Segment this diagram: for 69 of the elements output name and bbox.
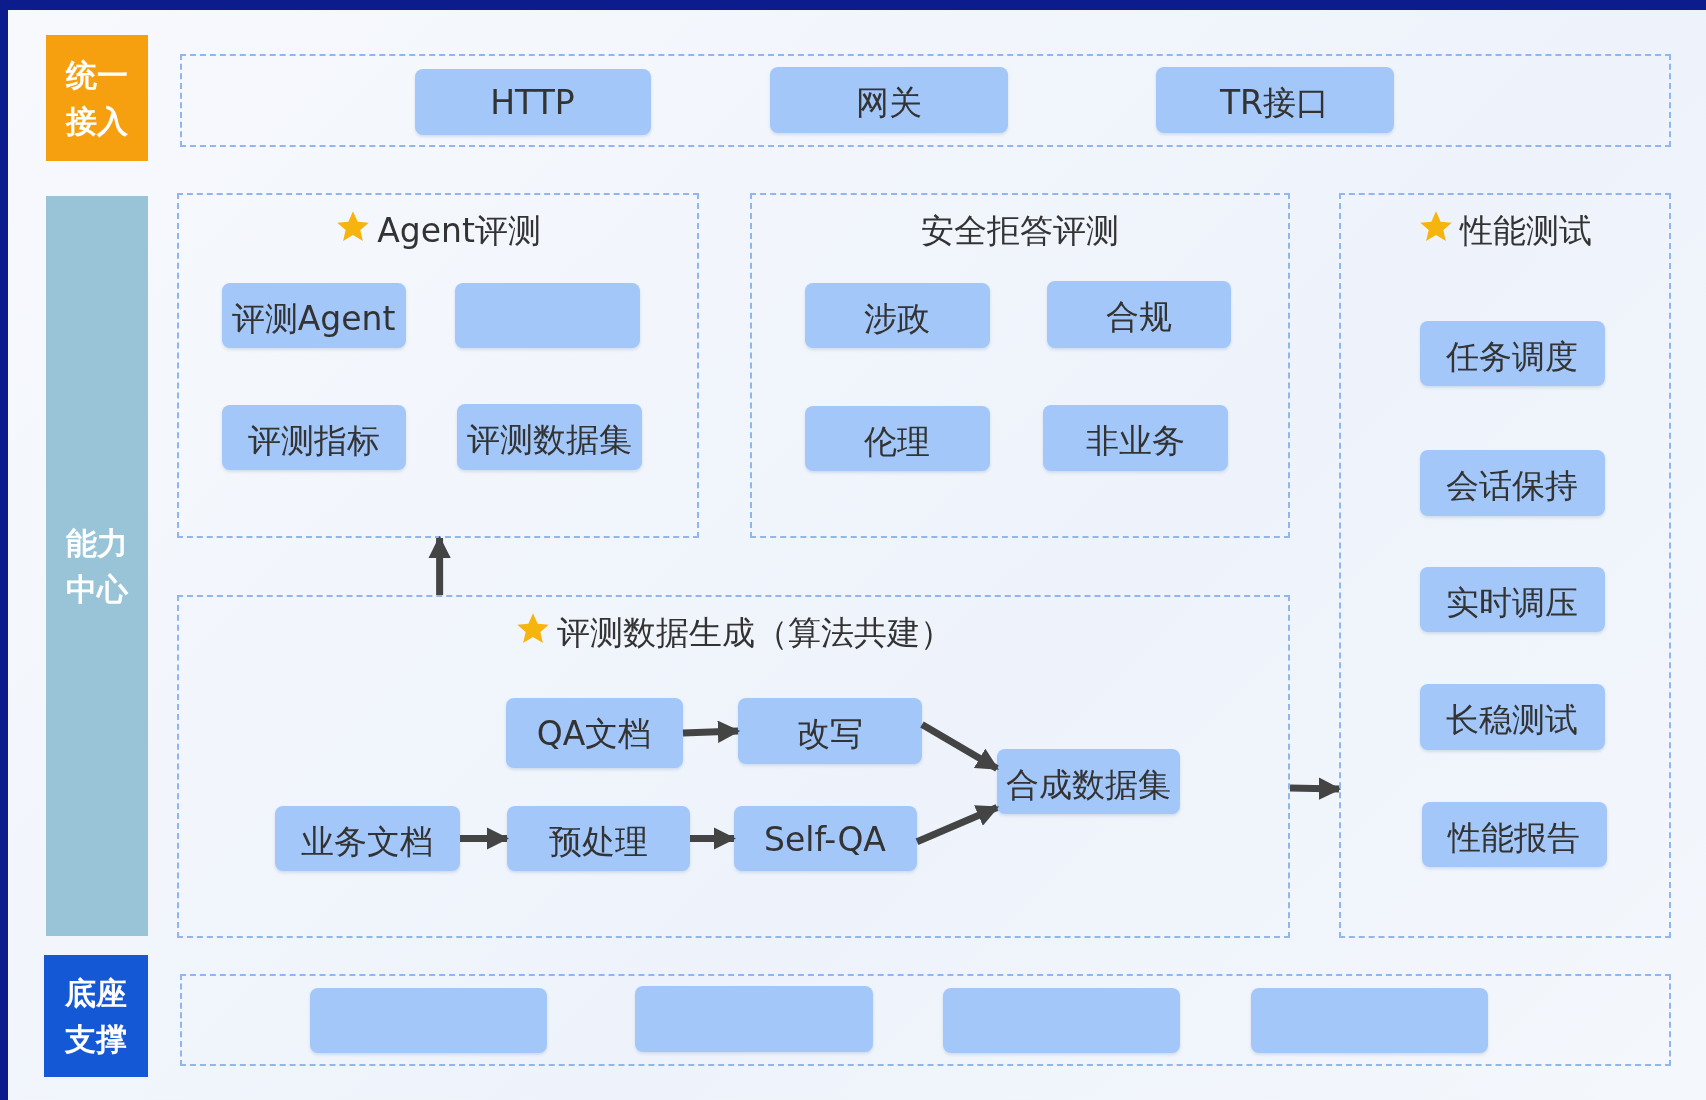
process-box [506, 805, 690, 871]
arrow [920, 721, 999, 772]
empty-box [1250, 987, 1488, 1053]
capability-label [46, 196, 148, 936]
dashed-group [1339, 193, 1671, 938]
arrow [690, 827, 737, 850]
box-label: 伦理 [863, 420, 931, 463]
arrow [460, 827, 510, 850]
empty-box [309, 987, 547, 1053]
box-label: TR接口 [1218, 81, 1331, 124]
box-label: 涉政 [863, 297, 931, 340]
process-box [769, 66, 1008, 133]
box-label: 网关 [854, 81, 923, 124]
box-label: 非业务 [1084, 419, 1186, 462]
process-box [221, 282, 406, 348]
process-box [505, 697, 683, 768]
dashed-band [180, 54, 1671, 147]
process-box [274, 805, 460, 871]
arrow [1289, 777, 1342, 800]
box-label: 改写 [795, 712, 864, 755]
process-box [733, 805, 917, 871]
box-label: 合成数据集 [1004, 763, 1172, 806]
box-label: 评测数据集 [465, 418, 633, 461]
process-box [1419, 449, 1605, 516]
dashed-group [177, 595, 1290, 938]
box-label: 会话保持 [1445, 464, 1579, 507]
process-box [1419, 683, 1605, 750]
process-box [1155, 66, 1394, 133]
process-box [1046, 280, 1231, 348]
section-label: 底座支撑 [64, 973, 128, 1059]
process-box [414, 68, 651, 135]
box-label: 合规 [1104, 295, 1173, 338]
box-label: 评测Agent [230, 297, 397, 340]
dashed-group [177, 193, 699, 538]
arrow [682, 720, 741, 743]
empty-box [454, 282, 640, 348]
group-title: 安全拒答评测 [921, 211, 1119, 250]
access-label [46, 35, 148, 161]
process-box [1421, 801, 1607, 867]
box-label: 评测指标 [246, 419, 381, 462]
empty-box [942, 987, 1180, 1053]
arrow [915, 804, 1000, 845]
box-label: 预处理 [547, 820, 649, 863]
box-label: 性能报告 [1446, 816, 1581, 859]
section-label: 能力中心 [65, 523, 129, 609]
box-label: 业务文档 [300, 820, 434, 863]
process-box [1419, 320, 1605, 386]
box-label: 实时调压 [1445, 581, 1579, 624]
group-title: 评测数据生成（算法共建） [556, 613, 953, 652]
group-title: Agent评测 [377, 211, 541, 250]
group-title: 性能测试 [1460, 211, 1592, 250]
process-box [804, 282, 990, 348]
process-box [1042, 404, 1228, 471]
process-box [456, 403, 642, 470]
process-box [221, 404, 406, 470]
empty-box [634, 985, 873, 1052]
process-box [996, 748, 1180, 814]
process-box [1419, 566, 1605, 632]
box-label: 任务调度 [1445, 335, 1579, 378]
box-label: 长稳测试 [1445, 698, 1579, 741]
process-box [737, 697, 922, 764]
process-box [804, 405, 990, 471]
box-label: QA文档 [535, 712, 653, 755]
dashed-band [180, 974, 1671, 1066]
box-label: Self-QA [763, 819, 887, 859]
dashed-group [750, 193, 1290, 538]
box-label: HTTP [489, 82, 576, 122]
section-label: 统一接入 [64, 55, 129, 141]
foundation-label [44, 955, 148, 1077]
